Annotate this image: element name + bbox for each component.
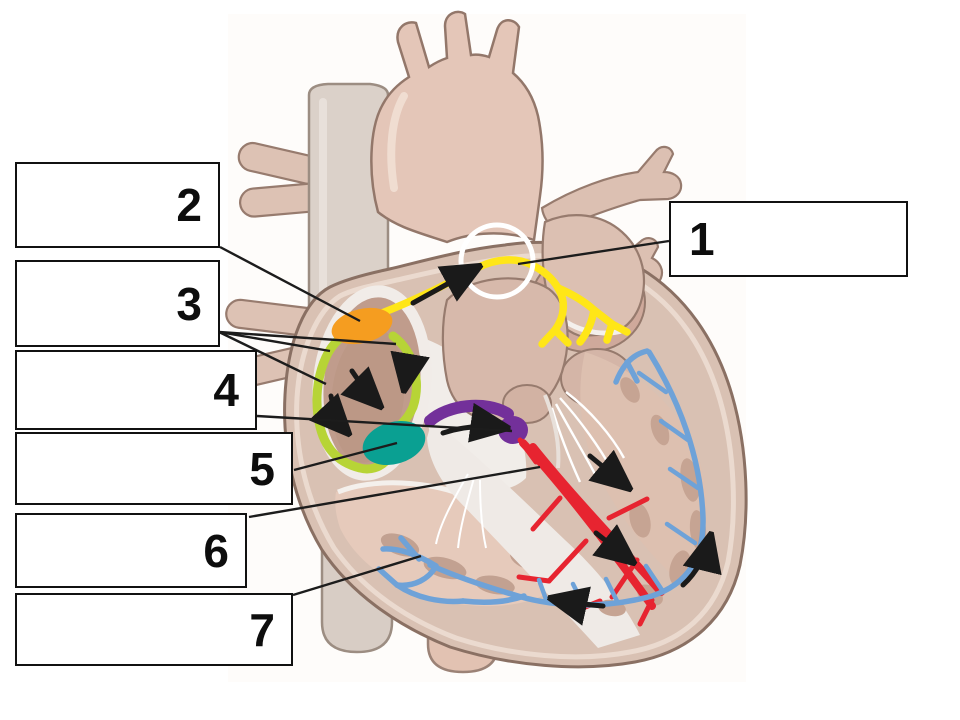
answer-box-3[interactable]: 3 xyxy=(15,260,220,347)
leader-line-2 xyxy=(219,245,361,323)
label-number-4: 4 xyxy=(213,364,239,416)
answer-box-5[interactable]: 5 xyxy=(15,432,293,505)
label-number-7: 7 xyxy=(249,603,275,656)
leader-line-4 xyxy=(256,414,513,433)
answer-box-2[interactable]: 2 xyxy=(15,162,220,248)
flow-arrows xyxy=(331,266,711,606)
answer-box-7[interactable]: 7 xyxy=(15,593,293,666)
answer-box-6[interactable]: 6 xyxy=(15,513,247,588)
leader-line-3b xyxy=(218,330,331,353)
answer-box-1[interactable]: 1 xyxy=(669,201,908,277)
tricuspid-chordae xyxy=(435,473,487,549)
label-number-2: 2 xyxy=(176,179,202,231)
sa-node xyxy=(331,307,393,345)
leader-line-7 xyxy=(292,554,422,597)
leader-lines xyxy=(218,239,670,597)
label-number-1: 1 xyxy=(689,213,715,265)
aortic-root-mass xyxy=(441,277,569,424)
purkinje-fibers xyxy=(376,348,706,609)
leader-line-3c xyxy=(218,330,327,386)
label-number-3: 3 xyxy=(176,277,202,330)
leader-line-1 xyxy=(517,239,670,266)
label-number-5: 5 xyxy=(249,442,275,495)
answer-box-4[interactable]: 4 xyxy=(15,350,257,430)
leader-line-6 xyxy=(248,465,541,519)
leader-line-3a xyxy=(218,330,397,346)
leader-line-5 xyxy=(293,441,398,472)
label-number-6: 6 xyxy=(203,524,229,577)
